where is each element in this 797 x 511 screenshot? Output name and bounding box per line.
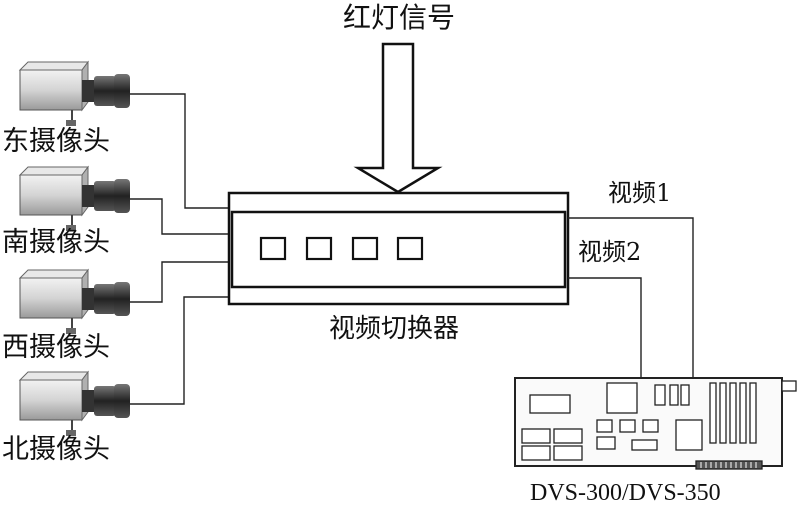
camera-label-south: 南摄像头 — [2, 227, 110, 258]
output-wires — [568, 217, 694, 378]
camera-label-east: 东摄像头 — [2, 126, 110, 157]
card-model-label: DVS-300/DVS-350 — [530, 480, 721, 506]
camera-label-north: 北摄像头 — [2, 434, 110, 465]
signal-arrow-icon — [353, 42, 443, 194]
camera-icon-east — [19, 61, 131, 127]
camera-icon-south — [19, 166, 131, 232]
camera-wires — [130, 93, 229, 405]
signal-label: 红灯信号 — [343, 1, 456, 34]
dvs-connector-pins — [700, 462, 757, 468]
dvs-card-icon — [514, 377, 797, 470]
camera-label-west: 西摄像头 — [2, 332, 110, 363]
video2-label: 视频2 — [578, 238, 642, 266]
video1-label: 视频1 — [608, 179, 672, 207]
camera-icon-north — [19, 371, 131, 437]
camera-icon-west — [19, 269, 131, 335]
switcher-label: 视频切换器 — [329, 314, 460, 344]
video-switcher-box — [227, 191, 570, 306]
